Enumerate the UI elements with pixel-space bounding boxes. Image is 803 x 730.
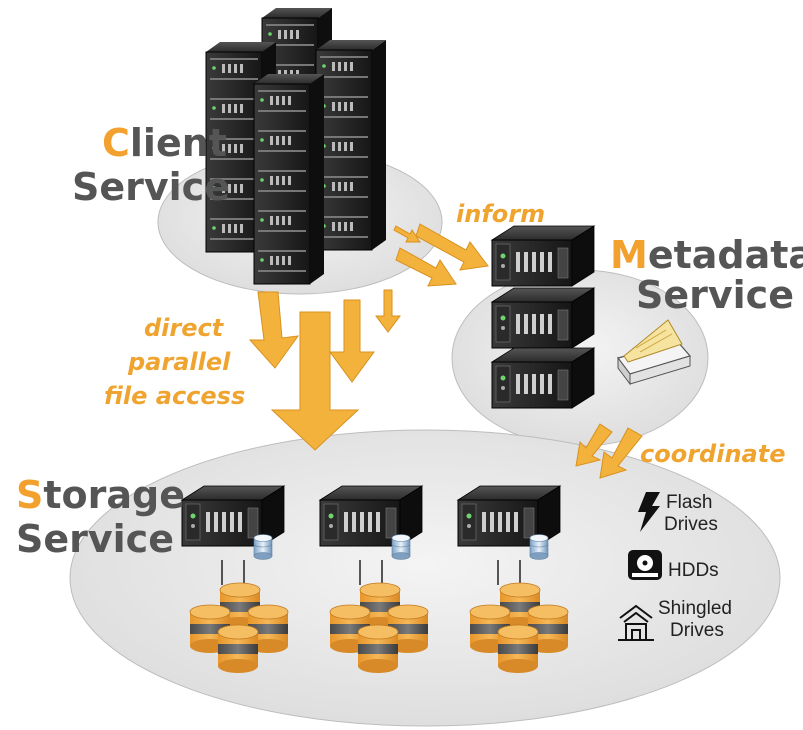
inform-arrow-2 xyxy=(395,247,457,287)
shingled-drive-icon xyxy=(618,604,654,641)
metadata-service-title: Metadata Service xyxy=(610,233,803,317)
big-down-arrow xyxy=(270,311,360,451)
svg-text:Service: Service xyxy=(72,165,230,209)
inform-arrows xyxy=(393,223,489,287)
flash-drive-icon xyxy=(638,492,660,532)
svg-text:Storage: Storage xyxy=(16,473,185,517)
svg-text:Metadata: Metadata xyxy=(610,233,803,277)
hdds-label: HDDs xyxy=(668,560,719,581)
direct-access-arrows xyxy=(248,289,401,451)
coordinate-arrow-2 xyxy=(599,427,643,479)
hdd-icon xyxy=(628,550,662,580)
inform-arrow-3 xyxy=(393,225,421,243)
direct-access-label: direct parallel file access xyxy=(104,314,245,410)
svg-text:Service: Service xyxy=(636,273,794,317)
drive-types-legend: Flash Drives HDDs Shingled Drives xyxy=(618,492,732,641)
client-server-cluster xyxy=(205,7,387,285)
shingled-drives-label-1: Shingled xyxy=(658,598,732,619)
inform-arrow-1 xyxy=(415,223,489,271)
shingled-drives-label-2: Drives xyxy=(670,620,724,641)
flash-drives-label-2: Drives xyxy=(664,514,718,535)
coordinate-label: coordinate xyxy=(640,440,785,468)
svg-text:parallel: parallel xyxy=(127,348,231,376)
svg-text:direct: direct xyxy=(144,314,225,342)
metadata-server-stack xyxy=(491,225,595,409)
coordinate-arrow-1 xyxy=(575,423,613,467)
svg-text:file access: file access xyxy=(104,382,245,410)
down-arrow-middle xyxy=(329,299,375,383)
storage-node-2 xyxy=(319,485,429,674)
svg-text:Client: Client xyxy=(102,121,227,165)
down-arrow-small xyxy=(375,289,401,333)
storage-node-3 xyxy=(457,485,569,674)
inform-label: inform xyxy=(456,200,545,228)
storage-service-title: Storage Service xyxy=(16,473,185,561)
client-service-title: Client Service xyxy=(72,121,230,209)
down-arrow-left xyxy=(248,291,300,369)
svg-text:Service: Service xyxy=(16,517,174,561)
flash-drives-label-1: Flash xyxy=(666,492,712,513)
coordinate-arrows xyxy=(575,423,643,479)
storage-node-1 xyxy=(181,485,289,674)
metadata-file-icon xyxy=(616,319,692,386)
